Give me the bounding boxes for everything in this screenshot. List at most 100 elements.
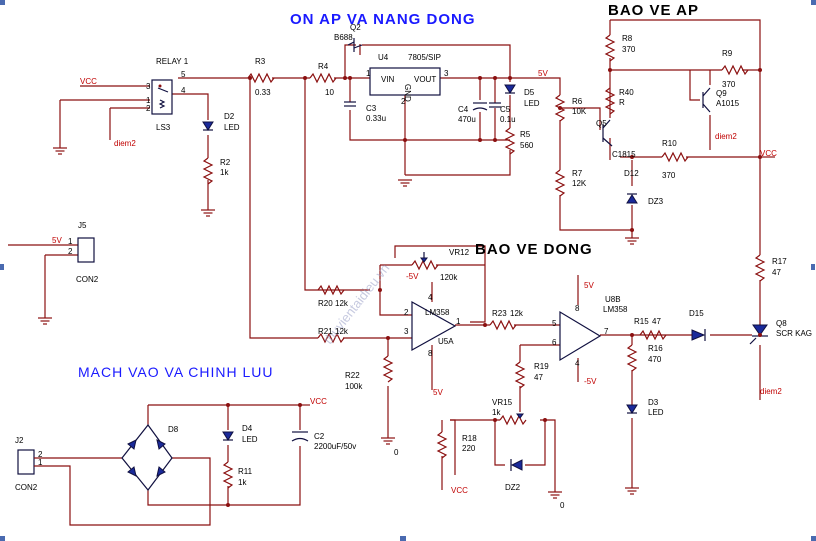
d8-ref: D8 bbox=[168, 425, 179, 434]
junction-dots bbox=[226, 68, 762, 507]
u4-regulator bbox=[369, 67, 441, 96]
u8b-pin8: 8 bbox=[575, 304, 580, 313]
q2-part: B688 bbox=[334, 33, 353, 42]
r4-ref: R4 bbox=[318, 62, 329, 71]
vr12-val: 120k bbox=[440, 273, 458, 282]
r10-ref: R10 bbox=[662, 139, 677, 148]
r15-ref: R15 bbox=[634, 317, 649, 326]
u4-pin3: 3 bbox=[444, 69, 449, 78]
d3-val: LED bbox=[648, 408, 664, 417]
r9-ref: R9 bbox=[722, 49, 733, 58]
r8-resistor bbox=[605, 34, 615, 62]
j5-pin1: 1 bbox=[68, 237, 73, 246]
relay-pin5: 5 bbox=[181, 70, 186, 79]
title-bao-ve-ap: BAO VE AP bbox=[608, 2, 699, 19]
rectifier-wiring bbox=[17, 404, 310, 526]
c4-ref: C4 bbox=[458, 105, 469, 114]
d12-ref: D12 bbox=[624, 169, 639, 178]
j2-pin1: 1 bbox=[38, 458, 43, 467]
r15-val: 47 bbox=[652, 317, 661, 326]
c5-capacitor bbox=[489, 102, 501, 108]
vr15-potentiometer bbox=[499, 413, 527, 425]
u4-gnd bbox=[397, 179, 413, 187]
c5-ref: C5 bbox=[500, 105, 511, 114]
r3-ref: R3 bbox=[255, 57, 266, 66]
d15-diode bbox=[691, 329, 706, 341]
relay-wiring bbox=[59, 85, 209, 210]
relay-pin3: 3 bbox=[146, 82, 151, 91]
q8-part: SCR KAG bbox=[776, 329, 812, 338]
q5-ref: Q5 bbox=[596, 119, 607, 128]
d2-gnd bbox=[200, 209, 216, 217]
d2-val: LED bbox=[224, 123, 240, 132]
u8b-ref: U8B bbox=[605, 295, 621, 304]
r10-resistor bbox=[661, 152, 689, 162]
r16-ref: R16 bbox=[648, 344, 663, 353]
c3-val: 0.33u bbox=[366, 114, 386, 123]
r8-ref: R8 bbox=[622, 34, 633, 43]
r4-val: 10 bbox=[325, 88, 334, 97]
net-5v-j5: 5V bbox=[52, 236, 62, 245]
u8b-pin5: 5 bbox=[552, 319, 557, 328]
r19-ref: R19 bbox=[534, 362, 549, 371]
dz3-ref: DZ3 bbox=[648, 197, 664, 206]
d2-ref: D2 bbox=[224, 112, 235, 121]
q2-ref: Q2 bbox=[350, 23, 361, 32]
bao-ve-ap-wiring bbox=[559, 19, 775, 255]
q8-scr bbox=[749, 324, 768, 345]
c2-capacitor bbox=[291, 431, 309, 442]
vr12-potentiometer bbox=[411, 252, 439, 270]
r21-ref: R21 bbox=[318, 327, 333, 336]
r40-val: R bbox=[619, 98, 625, 107]
r17-val: 47 bbox=[772, 268, 781, 277]
r23-val: 12k bbox=[510, 309, 524, 318]
r18-val: 220 bbox=[462, 444, 476, 453]
r40-ref: R40 bbox=[619, 88, 634, 97]
dz3-zener bbox=[626, 193, 638, 204]
u5a-part: LM358 bbox=[425, 308, 450, 317]
relay-pin4: 4 bbox=[181, 86, 186, 95]
r19-val: 47 bbox=[534, 373, 543, 382]
relay1-part: LS3 bbox=[156, 123, 171, 132]
j2-ref: J2 bbox=[15, 436, 24, 445]
r2-val: 1k bbox=[220, 168, 229, 177]
r20-ref: R20 bbox=[318, 299, 333, 308]
net-5v-u5: 5V bbox=[433, 388, 443, 397]
relay-diem2-label: diem2 bbox=[114, 139, 136, 148]
j2-part: CON2 bbox=[15, 483, 38, 492]
q9-part: A1015 bbox=[716, 99, 740, 108]
r11-resistor bbox=[223, 461, 233, 489]
dong-gnd-1 bbox=[380, 437, 396, 445]
q5-part: C1815 bbox=[612, 150, 636, 159]
net-neg5v-u8: -5V bbox=[584, 377, 597, 386]
j5-ref: J5 bbox=[78, 221, 87, 230]
r7-ref: R7 bbox=[572, 169, 583, 178]
u8b-part: LM358 bbox=[603, 305, 628, 314]
net-5v-u8: 5V bbox=[584, 281, 594, 290]
u4-gnd-label: GND bbox=[403, 84, 412, 102]
vr15-val: 1k bbox=[492, 408, 501, 417]
c4-capacitor bbox=[472, 102, 488, 111]
r16-resistor bbox=[627, 344, 637, 372]
u8b-pin7: 7 bbox=[604, 327, 609, 336]
r20-val: 12k bbox=[335, 299, 349, 308]
r7-resistor bbox=[555, 169, 565, 197]
dong-gnd-2 bbox=[547, 491, 563, 499]
dz2-zener bbox=[510, 459, 523, 471]
r21-val: 12k bbox=[335, 327, 349, 336]
d5-val: LED bbox=[524, 99, 540, 108]
net-neg5v-u5: -5V bbox=[406, 272, 419, 281]
u5a-pin8: 8 bbox=[428, 349, 433, 358]
u5a-pin2: 2 bbox=[404, 308, 409, 317]
relay-pin2: 2 bbox=[146, 104, 151, 113]
d4-ref: D4 bbox=[242, 424, 253, 433]
c5-val: 0.1u bbox=[500, 115, 516, 124]
u4-vin: VIN bbox=[381, 75, 395, 84]
r19-resistor bbox=[515, 361, 525, 389]
r16-val: 470 bbox=[648, 355, 662, 364]
j5-gnd bbox=[37, 317, 53, 325]
c3-ref: C3 bbox=[366, 104, 377, 113]
d3-led bbox=[626, 404, 638, 414]
u5a-pin3: 3 bbox=[404, 327, 409, 336]
